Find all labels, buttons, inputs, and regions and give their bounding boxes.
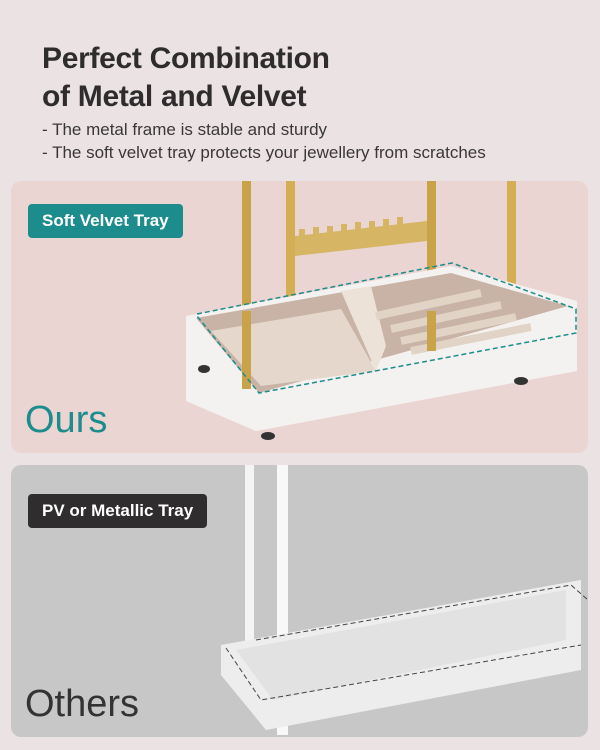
metallic-tray-illustration — [221, 465, 588, 735]
title-line-1: Perfect Combination — [42, 42, 330, 75]
soft-velvet-tray-badge: Soft Velvet Tray — [28, 204, 183, 238]
page-title: Perfect Combination of Metal and Velvet — [42, 40, 330, 116]
metallic-tray-badge: PV or Metallic Tray — [28, 494, 208, 528]
feature-item: - The metal frame is stable and sturdy — [42, 120, 328, 139]
ours-label: Ours — [25, 399, 108, 441]
others-label: Others — [25, 683, 140, 725]
others-panel: PV or Metallic Tray Others — [11, 465, 588, 737]
feature-item: - The soft velvet tray protects your jew… — [42, 143, 486, 162]
ours-panel: Soft Velvet Tray Ours — [11, 181, 588, 453]
velvet-tray-illustration — [186, 181, 577, 440]
feature-list: - The metal frame is stable and sturdy -… — [42, 118, 486, 164]
title-line-2: of Metal and Velvet — [42, 80, 307, 113]
